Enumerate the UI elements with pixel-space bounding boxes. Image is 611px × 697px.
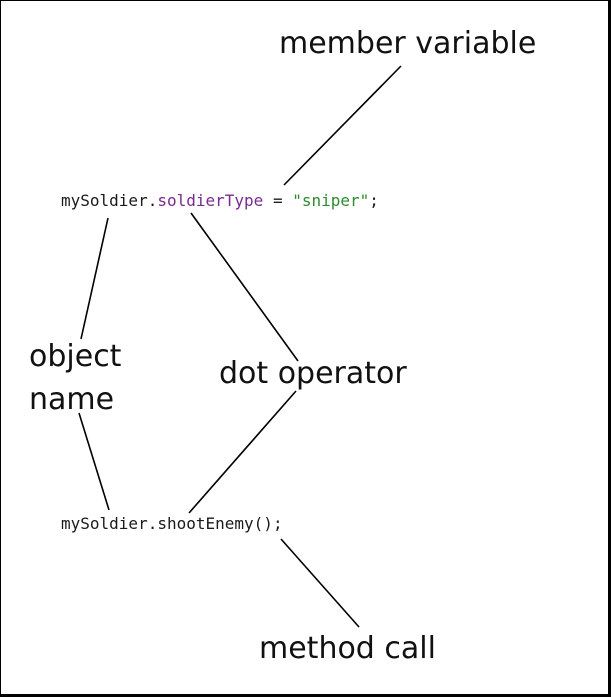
code-string-literal: "sniper" (292, 191, 370, 210)
connector-member-variable (283, 65, 402, 186)
label-member-variable: member variable (279, 26, 537, 61)
code-assign-operator: = (263, 191, 293, 210)
label-object-name-line2: name (29, 382, 115, 417)
connector-method-call (280, 538, 360, 628)
label-object-name-line1: object (29, 339, 122, 374)
code-line-assignment: mySoldier.soldierType = "sniper"; (61, 191, 379, 211)
code-method: shootEnemy(); (157, 514, 283, 533)
code-object-name: mySoldier (61, 191, 148, 210)
code-line-method-call: mySoldier.shootEnemy(); (61, 514, 283, 534)
label-method-call: method call (259, 631, 436, 666)
code-semicolon: ; (369, 191, 379, 210)
code-object-name-2: mySoldier (61, 514, 148, 533)
connector-dot-operator-bottom (188, 390, 297, 514)
connector-object-name-top (80, 217, 109, 340)
code-dot: . (147, 191, 158, 210)
label-dot-operator: dot operator (219, 356, 407, 391)
connector-object-name-bottom (78, 412, 110, 511)
code-member-variable: soldierType (157, 191, 264, 210)
code-dot-2: . (147, 514, 158, 533)
connector-dot-operator-top (190, 212, 299, 362)
